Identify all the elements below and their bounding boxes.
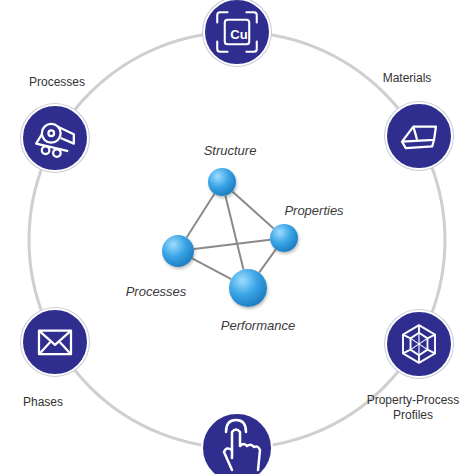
tetra-sphere: Performance (229, 269, 267, 307)
category-label: Materials (383, 71, 432, 86)
materials-circle: Materials (385, 102, 453, 170)
category-label: Processes (29, 75, 85, 90)
edge-line (259, 249, 276, 272)
tetra-edge (225, 196, 243, 270)
tetra-label: Processes (126, 284, 187, 299)
category-label: Phases (23, 395, 63, 410)
phases-circle: Phases (21, 308, 89, 376)
edge-line (232, 191, 273, 228)
tetra-sphere: Processes (162, 235, 194, 267)
tetra-sphere: Properties (270, 224, 298, 252)
tetra-edge (259, 249, 276, 272)
tetra-sphere: Structure (208, 168, 236, 196)
processes-circle: Processes (21, 104, 89, 172)
edge-line (225, 196, 243, 270)
edge-line (187, 194, 215, 238)
touch-icon-circle (202, 413, 272, 474)
tetra-edge (194, 240, 270, 249)
tetra-label: Properties (284, 203, 343, 218)
tetra-edge (192, 258, 231, 279)
profiles-circle: Property-Process Profiles (385, 310, 453, 378)
icon (387, 104, 451, 168)
element-symbol: Cu (230, 27, 247, 42)
outer-ring (29, 32, 445, 448)
element-chip-circle: Cu (203, 0, 271, 66)
icon (23, 106, 87, 170)
tetra-label: Structure (204, 143, 257, 158)
edge-line (192, 258, 231, 279)
tetra-edge (232, 191, 273, 228)
tetra-edge (187, 194, 215, 238)
icon (387, 312, 451, 376)
icon (23, 310, 87, 374)
edge-line (194, 240, 270, 249)
tetra-label: Performance (221, 318, 295, 333)
category-label: Property-Process Profiles (365, 393, 461, 423)
